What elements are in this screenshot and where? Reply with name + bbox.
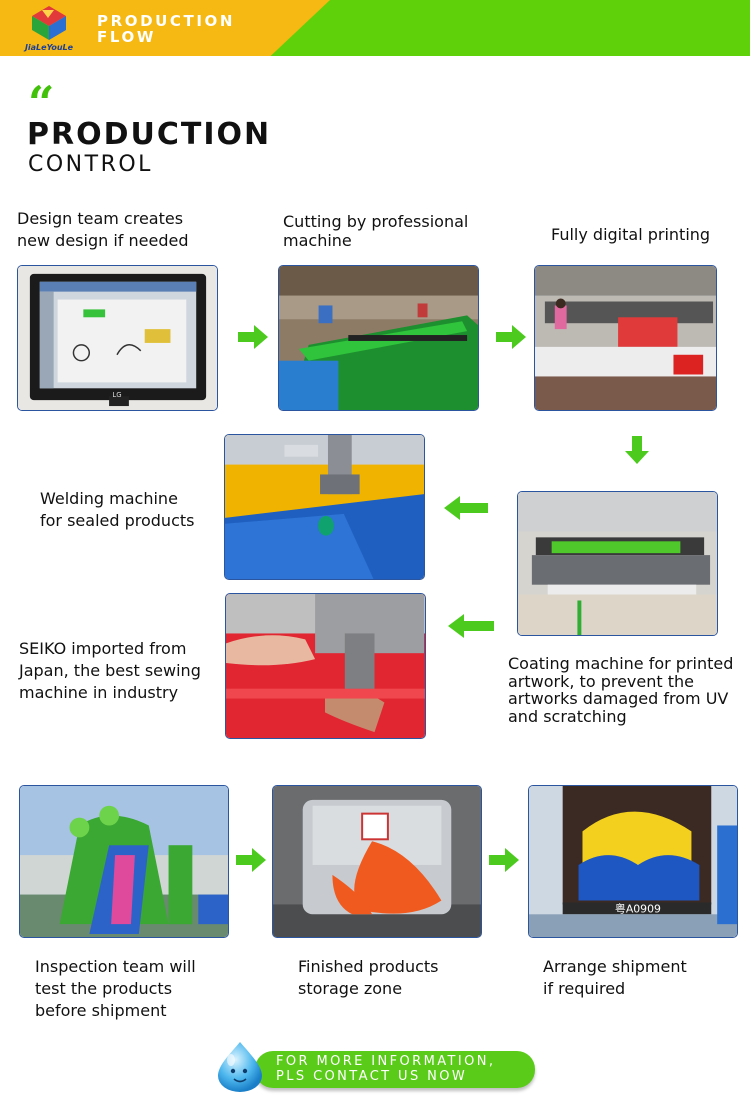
water-drop-icon [212, 1038, 268, 1094]
photo-welding [224, 434, 425, 580]
quote-icon: “ [28, 76, 55, 130]
monitor-brand: LG [112, 391, 121, 399]
arrow-right-2 [496, 325, 526, 349]
arrow-right-1 [238, 325, 268, 349]
header-banner: JiaLeYouLe PRODUCTION FLOW [0, 0, 750, 56]
header-title: PRODUCTION FLOW [97, 12, 236, 46]
brand-logo: JiaLeYouLe [14, 4, 84, 52]
arrow-left-1 [444, 496, 488, 520]
contact-button-label[interactable]: FOR MORE INFORMATION, PLS CONTACT US NOW [276, 1054, 496, 1084]
arrow-left-2 [448, 614, 494, 638]
caption-printing: Fully digital printing [551, 225, 711, 244]
caption-sewing: SEIKO imported from Japan, the best sewi… [19, 639, 201, 702]
caption-cutting: Cutting by professional machine [283, 212, 469, 250]
caption-shipment: Arrange shipment if required [543, 957, 687, 998]
photo-storage [272, 785, 482, 938]
page-title: PRODUCTION [27, 117, 272, 152]
contact-button[interactable] [255, 1051, 535, 1088]
caption-welding: Welding machine for sealed products [40, 489, 195, 530]
caption-inspection: Inspection team will test the products b… [35, 957, 196, 1020]
photo-coating [517, 491, 718, 636]
arrow-right-3 [236, 848, 266, 872]
photo-shipment: 粤A0909 [528, 785, 738, 938]
container-number: 粤A0909 [615, 901, 661, 915]
arrow-down [625, 436, 649, 464]
logo-text: JiaLeYouLe [23, 43, 74, 52]
photo-design: LG [17, 265, 218, 411]
photo-sewing [225, 593, 426, 739]
photo-printing [534, 265, 717, 411]
caption-design: Design team creates new design if needed [17, 209, 189, 250]
photo-inspection [19, 785, 229, 938]
arrow-right-4 [489, 848, 519, 872]
page-subtitle: CONTROL [28, 152, 153, 177]
caption-coating: Coating machine for printed artwork, to … [508, 654, 734, 726]
photo-cutting [278, 265, 479, 411]
caption-storage: Finished products storage zone [298, 957, 439, 998]
